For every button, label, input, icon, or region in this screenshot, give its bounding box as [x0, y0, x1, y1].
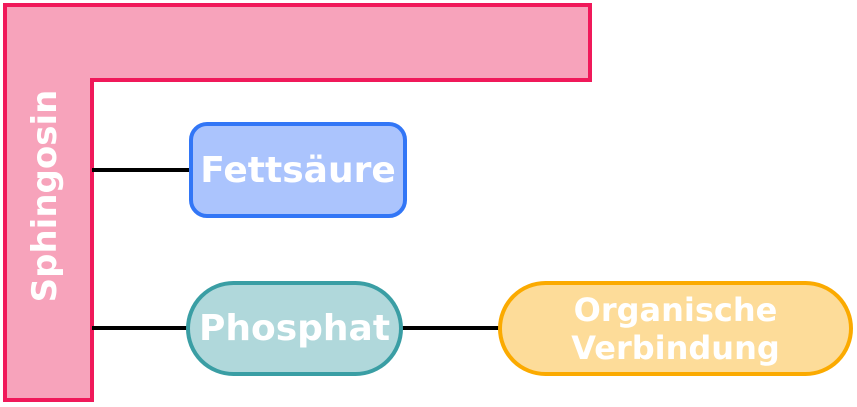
sphingosin-label: Sphingosin: [23, 86, 67, 306]
sphingosin-backbone: [3, 3, 592, 402]
fettsaeure-text: Fettsäure: [200, 149, 396, 191]
sphingosin-text: Sphingosin: [25, 89, 65, 303]
node-phosphat: Phosphat: [186, 281, 403, 376]
phosphat-text: Phosphat: [198, 308, 391, 349]
verbindung-text: Verbindung: [571, 328, 780, 367]
node-fettsaeure: Fettsäure: [189, 122, 407, 218]
organische-text: Organische: [573, 290, 778, 329]
node-organische-verbindung: Organische Verbindung: [498, 281, 853, 376]
